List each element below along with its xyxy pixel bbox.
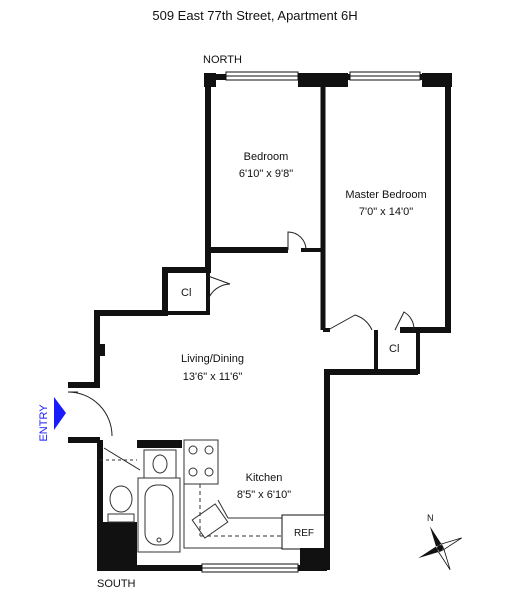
doors [67, 231, 415, 471]
label-south: SOUTH [97, 578, 136, 590]
north-wall [205, 77, 288, 253]
toilet-bowl [109, 485, 133, 513]
bathtub [137, 477, 181, 553]
bath-sink [152, 454, 168, 474]
door-entry [67, 391, 113, 437]
master-dims: 7'0" x 14'0" [358, 206, 414, 218]
compass-center [437, 545, 443, 551]
label-north: NORTH [203, 54, 242, 66]
bath-fixtures [100, 449, 181, 553]
north-wall-top [208, 74, 451, 333]
column-se [300, 548, 330, 570]
living-name: Living/Dining [181, 353, 244, 365]
closet-label-2: Cl [389, 343, 400, 355]
compass-w [418, 546, 439, 559]
column-ne [422, 73, 452, 87]
column-nw [204, 73, 216, 87]
kitchen-fixtures [183, 439, 327, 550]
entry-arrow [54, 397, 66, 430]
door-master [327, 314, 373, 331]
refrigerator [281, 514, 327, 550]
compass-rose [418, 526, 462, 570]
entry-label: ENTRY [38, 404, 50, 442]
plan-title: 509 East 77th Street, Apartment 6H [152, 8, 358, 23]
burner-2 [204, 445, 214, 455]
column-n-mid [298, 73, 348, 87]
column-w [99, 344, 105, 356]
kitchen-sink [191, 503, 229, 539]
burner-3 [188, 467, 198, 477]
vanity [143, 449, 177, 479]
bedroom-name: Bedroom [243, 151, 289, 163]
door-closet-living [207, 275, 231, 301]
compass-n [429, 526, 442, 547]
bedroom-dims: 6'10" x 9'8" [238, 168, 294, 180]
bath-drain [156, 537, 162, 543]
compass-e [440, 537, 462, 551]
compass-s [437, 548, 451, 570]
closet-label-1: Cl [181, 287, 192, 299]
toilet-tank [107, 513, 135, 523]
living-dims: 13'6" x 11'6" [182, 371, 243, 383]
kitchen-name: Kitchen [245, 472, 283, 484]
column-bath [137, 440, 182, 448]
columns [97, 73, 452, 570]
master-name: Master Bedroom [345, 189, 427, 201]
door-master-closet [394, 311, 415, 331]
burner-4 [204, 467, 214, 477]
ref-label: REF [294, 528, 314, 539]
kitchen-dims: 8'5" x 6'10" [236, 489, 292, 501]
door-bedroom [287, 231, 307, 251]
compass-label: N [427, 513, 434, 523]
east-wall [324, 369, 418, 568]
door-bath [103, 447, 141, 471]
burner-1 [188, 445, 198, 455]
column-sw [97, 522, 137, 570]
closet-wall [165, 270, 210, 315]
windows [201, 71, 421, 573]
bathtub-inner [144, 484, 174, 546]
stove [183, 439, 219, 485]
